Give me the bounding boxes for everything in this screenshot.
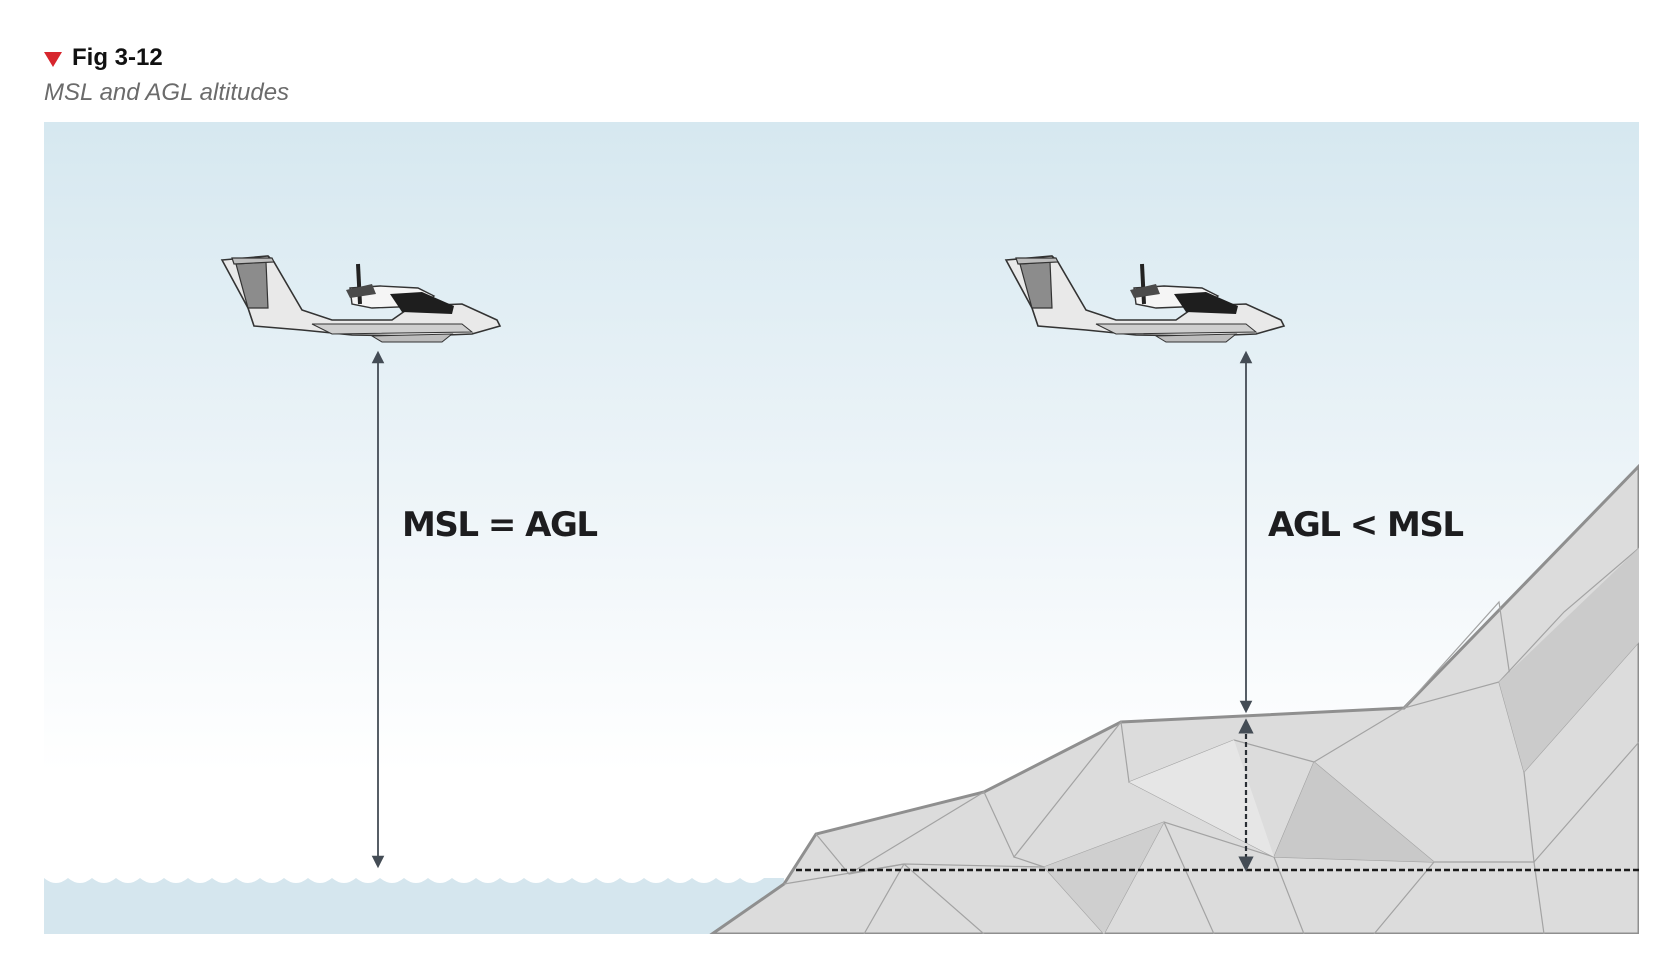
sea-water (44, 878, 784, 934)
triangle-down-icon (44, 51, 62, 67)
right-airplane-icon (1004, 255, 1286, 343)
figure-header: Fig 3-12 MSL and AGL altitudes (44, 44, 289, 107)
agl-less-than-msl-label: AGL < MSL (1268, 505, 1463, 545)
altitude-diagram: MSL = AGL AGL < MSL (44, 122, 1639, 934)
figure-caption: MSL and AGL altitudes (44, 79, 290, 106)
msl-equals-agl-label: MSL = AGL (402, 505, 597, 545)
figure-number-row: Fig 3-12 (44, 44, 289, 72)
left-airplane-icon (220, 255, 502, 343)
terrain-cliff (709, 463, 1639, 934)
figure-number: Fig 3-12 (72, 44, 163, 71)
